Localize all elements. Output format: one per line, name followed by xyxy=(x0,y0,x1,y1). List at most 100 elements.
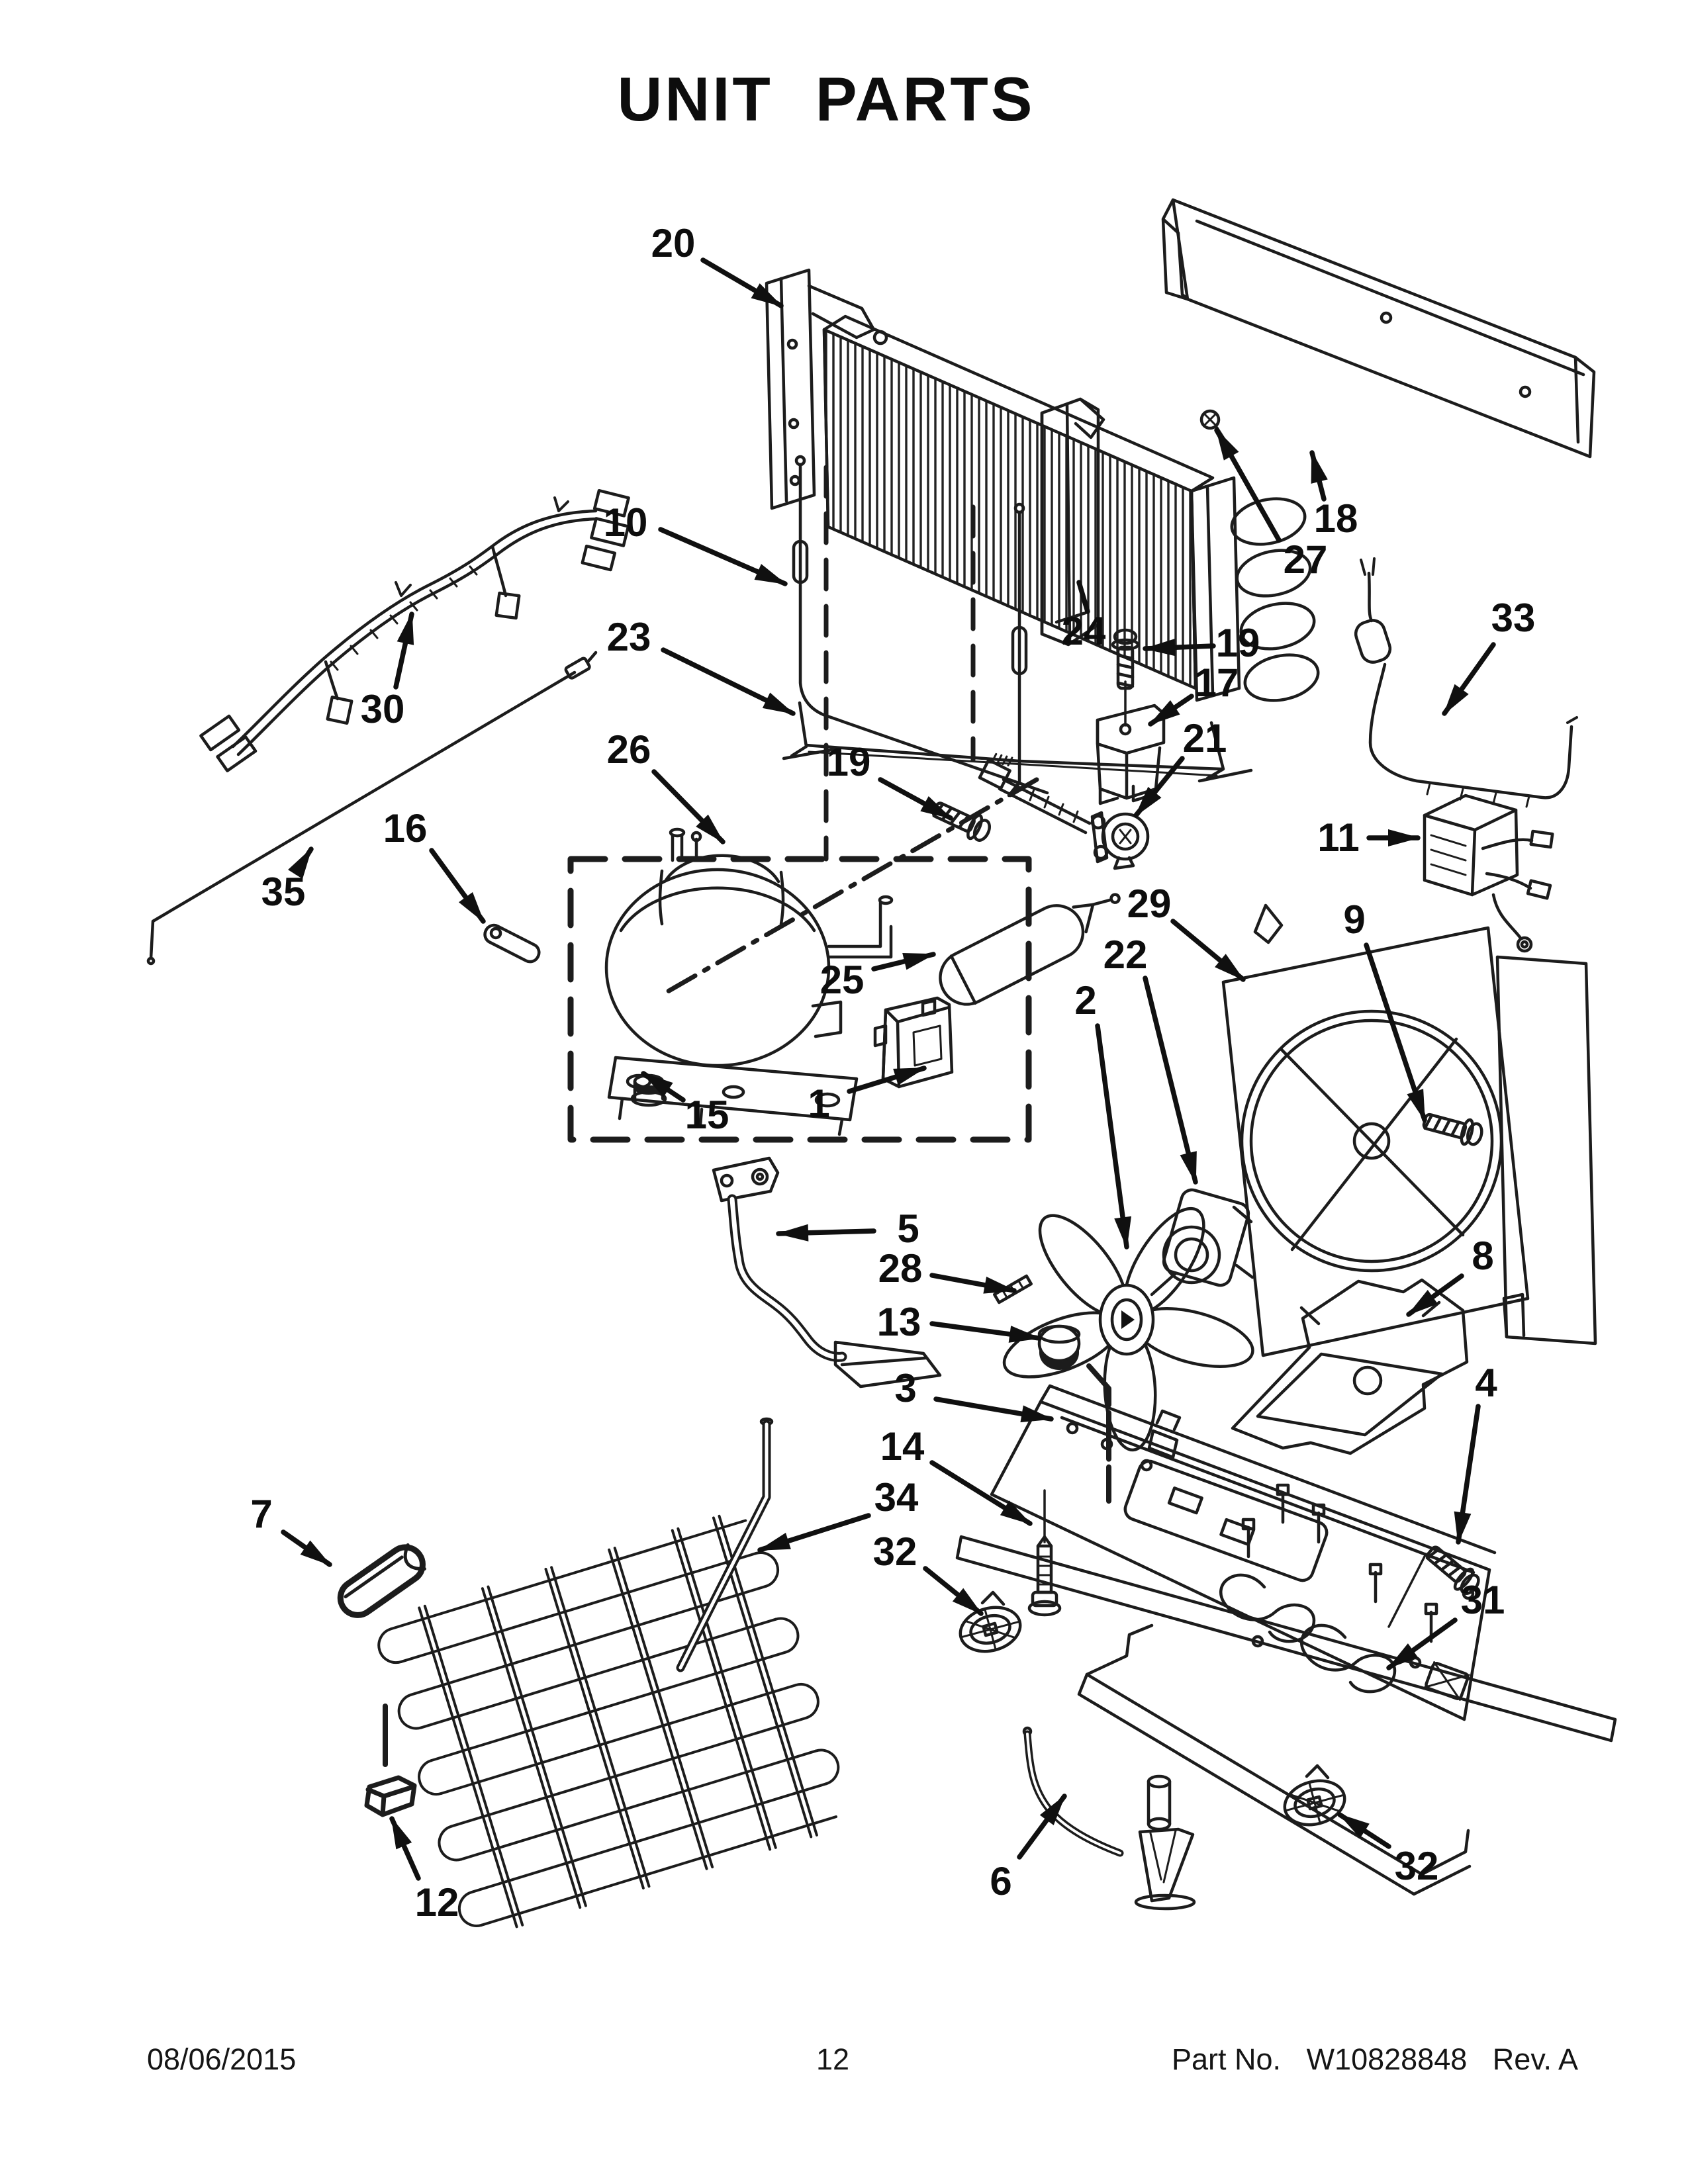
heat-exchanger-tube xyxy=(337,1543,426,1618)
leader-34 xyxy=(757,1513,871,1553)
callout-23: 23 xyxy=(606,615,651,659)
compressor xyxy=(604,827,894,1136)
leader-32 xyxy=(1337,1812,1391,1849)
alignment-dashed-lines xyxy=(823,465,976,862)
condenser-fan-motor xyxy=(1150,1188,1254,1297)
condenser-fan-shroud xyxy=(1221,903,1597,1357)
callout-21: 21 xyxy=(1182,716,1227,760)
leader-13 xyxy=(929,1321,1042,1343)
callout-4: 4 xyxy=(1475,1361,1497,1405)
callout-1: 1 xyxy=(808,1081,830,1126)
callout-25: 25 xyxy=(820,958,865,1002)
page-number: 12 xyxy=(816,2042,850,2076)
tube-clamp xyxy=(364,1704,417,1817)
base-screw-front xyxy=(1027,1489,1062,1617)
callout-32: 32 xyxy=(1394,1844,1439,1888)
leader-21 xyxy=(1133,756,1185,818)
revision-date: 08/06/2015 xyxy=(147,2042,297,2076)
callout-19: 19 xyxy=(826,740,871,784)
part-number-line: Part No. W10828848 Rev. A xyxy=(1172,2042,1595,2077)
callout-3: 3 xyxy=(894,1366,917,1410)
leader-32 xyxy=(923,1566,984,1616)
callout-10: 10 xyxy=(603,500,648,545)
drain-pan xyxy=(1231,1278,1469,1455)
leader-14 xyxy=(929,1460,1033,1526)
callout-26: 26 xyxy=(606,727,651,772)
tube-strap xyxy=(483,923,541,964)
callout-8: 8 xyxy=(1472,1234,1494,1278)
callout-31: 31 xyxy=(1460,1578,1505,1622)
assembly-centerline xyxy=(661,777,1039,997)
wiring-harness xyxy=(199,488,630,772)
water-tube xyxy=(1354,557,1578,808)
callout-11: 11 xyxy=(1317,815,1360,860)
leader-28 xyxy=(929,1273,1017,1294)
leader-5 xyxy=(776,1224,876,1242)
unit-base-plate xyxy=(990,1384,1497,1721)
leader-19 xyxy=(1143,639,1216,657)
page-footer: 08/06/2015 12 Part No. W10828848 Rev. A xyxy=(0,2042,1688,2082)
callout-28: 28 xyxy=(878,1246,923,1291)
leader-8 xyxy=(1406,1273,1464,1317)
suction-tube xyxy=(676,1417,774,1672)
drain-tube xyxy=(712,1156,942,1388)
drain-bushing xyxy=(1037,1324,1111,1504)
compressor-kit-box xyxy=(567,856,1032,1143)
filter-drier xyxy=(939,893,1121,1006)
cover-screw xyxy=(1113,630,1138,727)
leader-20 xyxy=(700,257,784,308)
callout-17: 17 xyxy=(1194,660,1239,705)
base-screw-side xyxy=(1387,1541,1483,1628)
leader-22 xyxy=(1143,976,1198,1185)
evaporator-coil xyxy=(377,1514,840,1929)
callout-27: 27 xyxy=(1283,537,1328,582)
callout-16: 16 xyxy=(383,806,428,850)
callout-13: 13 xyxy=(876,1300,921,1344)
page-title: UNIT PARTS xyxy=(617,64,1035,134)
leader-7 xyxy=(281,1529,332,1567)
callout-2: 2 xyxy=(1074,978,1097,1023)
leader-12 xyxy=(389,1816,421,1881)
part-no-label: Part No. xyxy=(1172,2042,1282,2076)
leader-17 xyxy=(1148,694,1194,727)
callout-30: 30 xyxy=(360,687,405,731)
condenser-coil-assembly xyxy=(765,268,1320,702)
water-valve xyxy=(978,752,1150,870)
leader-9 xyxy=(1364,942,1427,1122)
callout-32: 32 xyxy=(872,1529,917,1574)
leader-10 xyxy=(658,527,788,586)
callout-12: 12 xyxy=(414,1880,459,1925)
callout-5: 5 xyxy=(897,1206,919,1251)
leader-18 xyxy=(1309,450,1328,502)
leader-27 xyxy=(1214,428,1282,543)
condenser-tube xyxy=(146,651,598,966)
leader-30 xyxy=(393,612,414,690)
callout-19: 19 xyxy=(1215,621,1260,665)
revision: Rev. A xyxy=(1492,2042,1579,2076)
leader-26 xyxy=(651,769,726,844)
callout-18: 18 xyxy=(1313,496,1358,541)
leader-1 xyxy=(847,1066,927,1094)
condenser-fan-blade xyxy=(1002,1206,1254,1452)
leader-6 xyxy=(1017,1794,1067,1860)
leader-3 xyxy=(933,1396,1054,1423)
roller-left xyxy=(959,1590,1022,1653)
callout-22: 22 xyxy=(1103,933,1148,977)
callout-7: 7 xyxy=(250,1492,273,1536)
leader-31 xyxy=(1386,1617,1458,1670)
shroud-screw xyxy=(1422,1109,1485,1148)
condenser-inlet-tube xyxy=(792,455,1049,795)
leader-2 xyxy=(1095,1023,1132,1250)
leader-15 xyxy=(641,1071,686,1103)
leader-23 xyxy=(661,647,796,716)
leader-19 xyxy=(878,777,953,821)
leader-29 xyxy=(1170,919,1246,982)
leader-4 xyxy=(1454,1404,1481,1545)
leader-35 xyxy=(288,846,314,880)
callout-9: 9 xyxy=(1343,897,1366,942)
callout-33: 33 xyxy=(1491,596,1536,640)
part-number: W10828848 xyxy=(1306,2042,1468,2076)
roller-right xyxy=(1283,1764,1346,1827)
